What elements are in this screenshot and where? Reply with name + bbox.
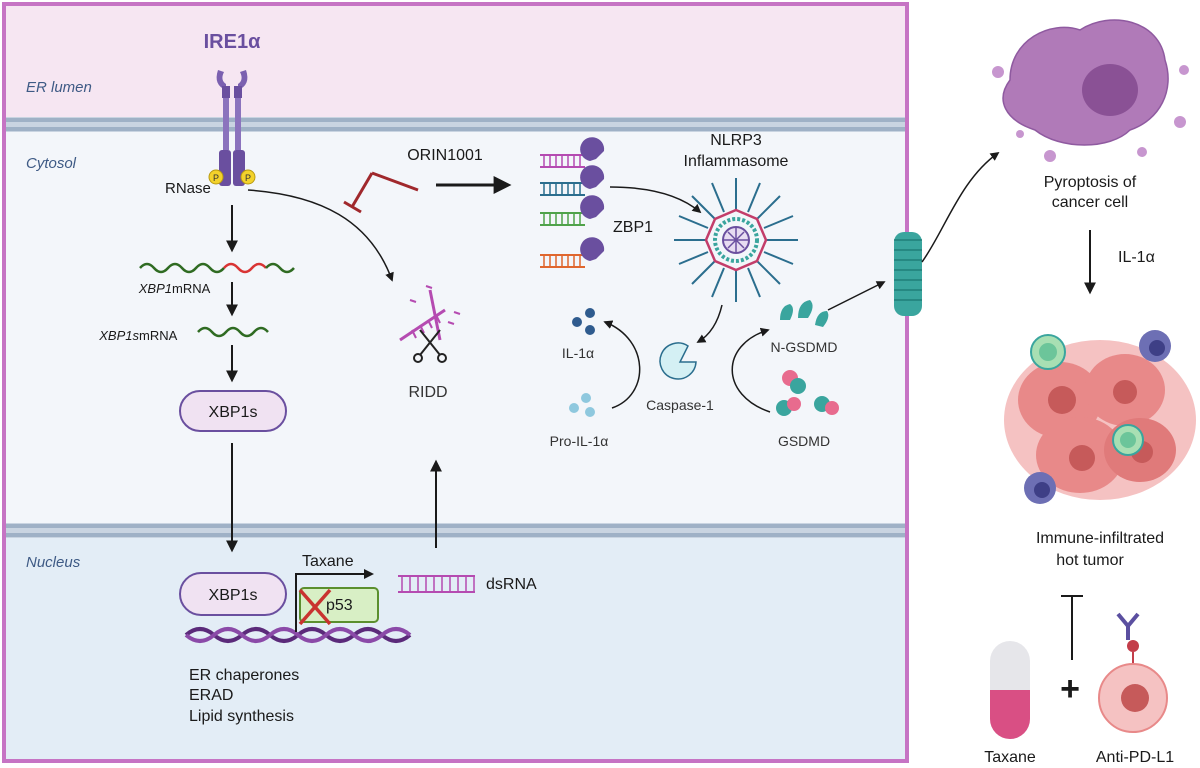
hot-tumor-inhibition-icon: [1061, 595, 1083, 660]
pro-il1a-molecule-icon: [569, 393, 595, 417]
gene-target-er-chaperones: ER chaperones: [189, 667, 299, 684]
il1a-right-label: IL-1α: [1118, 249, 1155, 266]
taxane-pill-icon: [990, 641, 1030, 739]
pro-il1a-label: Pro-IL-1α: [550, 433, 609, 449]
p53-knockout-cross-icon: [298, 588, 332, 626]
xbp1-mrna-gene: XBP1: [138, 281, 172, 296]
xbp1s-mrna-suffix: mRNA: [139, 328, 178, 343]
pyroptosis-label-line1: Pyroptosis of: [1044, 174, 1137, 191]
pyroptotic-cancer-cell-icon: [992, 19, 1189, 162]
er-membrane: [4, 117, 907, 132]
n-gsdmd-label: N-GSDMD: [771, 339, 838, 355]
xbp1s-cytosol-label: XBP1s: [209, 404, 258, 421]
nlrp3-label-line1: NLRP3: [710, 132, 762, 149]
arrow-rnase-to-ridd: [247, 189, 394, 282]
ire1a-receptor-icon: P P: [208, 70, 256, 186]
orin1001-label: ORIN1001: [407, 147, 483, 164]
gsdmd-icon: [776, 370, 839, 416]
nlrp3-inflammasome-icon: [674, 178, 798, 302]
xbp1-mrna-wave: [139, 262, 295, 274]
taxane-nucleus-label: Taxane: [302, 553, 354, 570]
gasdermin-pore-icon: [894, 232, 922, 316]
p53-label: p53: [326, 597, 353, 614]
er-lumen-label: ER lumen: [26, 79, 92, 96]
nuclear-membrane: [4, 523, 907, 538]
xbp1s-mrna-wave: [197, 326, 269, 338]
cell-border: [2, 2, 909, 763]
arrow-zbp1-to-nlrp3: [609, 186, 702, 214]
anti-pd-l1-label: Anti-PD-L1: [1096, 749, 1174, 766]
gene-target-lipid-synthesis: Lipid synthesis: [189, 708, 294, 725]
zbp1-label: ZBP1: [613, 219, 653, 236]
xbp1s-protein-cytosol: [179, 390, 287, 432]
ire1a-title: IRE1α: [204, 31, 261, 53]
arrow-n-gsdmd-to-pore: [827, 281, 886, 311]
arrow-pro-il1a-to-il1a: [603, 320, 641, 409]
orin1001-inhibitor-icon: [343, 171, 419, 214]
arrow-pore-to-pyroptosis: [921, 151, 1000, 263]
il1a-molecule-icon: [572, 308, 595, 335]
phospho-label-left: P: [213, 173, 219, 183]
pyroptosis-label-line2: cancer cell: [1052, 194, 1128, 211]
caspase1-label: Caspase-1: [646, 397, 714, 413]
taxane-drug-label: Taxane: [984, 749, 1036, 766]
combination-plus: +: [1060, 670, 1080, 708]
anti-pd-l1-antibody-icon: [1098, 612, 1168, 733]
xbp1s-nucleus-label: XBP1s: [209, 587, 258, 604]
ridd-scissors-icon: [399, 285, 461, 363]
xbp1-mrna-suffix: mRNA: [172, 281, 211, 296]
nucleus-label: Nucleus: [26, 554, 81, 571]
zbp1-complex-icon: [540, 137, 605, 268]
xbp1s-mrna-gene: XBP1s: [98, 328, 139, 343]
n-gsdmd-icon: [780, 300, 829, 327]
hot-tumor-label-line1: Immune-infiltrated: [1036, 530, 1164, 547]
phospho-label-right: P: [245, 173, 251, 183]
il1a-label: IL-1α: [562, 345, 594, 361]
gene-target-erad: ERAD: [189, 687, 233, 704]
cytosol-label: Cytosol: [26, 155, 77, 172]
dsrna-label: dsRNA: [486, 576, 537, 593]
dsrna-icon: [398, 575, 475, 593]
cytosol-region: [4, 132, 907, 524]
rnase-label: RNase: [165, 180, 211, 197]
hot-tumor-icon: [1004, 330, 1196, 504]
caspase1-icon: [659, 342, 697, 380]
arrow-gsdmd-to-n-gsdmd: [731, 327, 771, 413]
hot-tumor-label-line2: hot tumor: [1056, 552, 1124, 569]
xbp1s-protein-nucleus: [179, 572, 287, 616]
ridd-label: RIDD: [408, 384, 447, 401]
arrow-nlrp3-to-caspase1: [696, 304, 723, 343]
nucleus-region: [4, 538, 907, 761]
dna-helix-icon: [184, 627, 412, 643]
er-lumen-region: [4, 4, 907, 117]
transcription-arrow: [295, 569, 374, 632]
nlrp3-label-line2: Inflammasome: [684, 153, 789, 170]
gsdmd-label: GSDMD: [778, 433, 830, 449]
